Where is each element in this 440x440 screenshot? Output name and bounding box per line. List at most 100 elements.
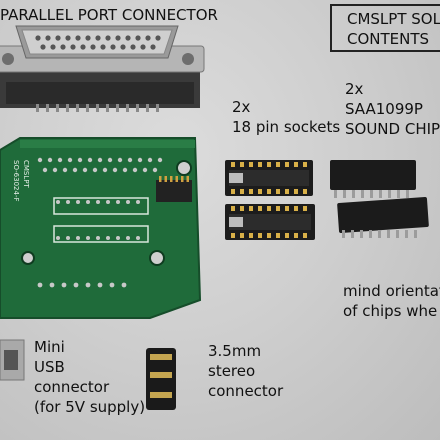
pcb-hole	[147, 157, 153, 163]
db25-pin	[55, 35, 61, 41]
pcb-hole	[77, 157, 83, 163]
db25-pin	[95, 35, 101, 41]
db25-leg	[136, 104, 139, 112]
db25-pin	[45, 35, 51, 41]
db25-pin	[65, 35, 71, 41]
socket-contact	[294, 233, 298, 238]
socket-contact	[285, 233, 289, 238]
pcb-hole	[96, 200, 100, 204]
socket-contact	[258, 206, 262, 211]
db25-pin	[115, 35, 121, 41]
mini-usb-connector	[0, 339, 25, 381]
chip-leg	[370, 190, 373, 198]
chips-part: SAA1099P	[345, 100, 423, 118]
pcb-hole	[56, 200, 60, 204]
pcb-hole	[49, 282, 55, 288]
socket-contact	[267, 233, 271, 238]
pcb-hole	[121, 282, 127, 288]
socket-contact	[267, 162, 271, 167]
pcb-hole	[109, 282, 115, 288]
pcb-hole	[57, 157, 63, 163]
socket-contact	[294, 162, 298, 167]
db25-leg	[106, 104, 109, 112]
pcb-hole	[132, 167, 138, 173]
db25-pin	[155, 35, 161, 41]
socket-contact	[303, 189, 307, 194]
socket-contact	[267, 206, 271, 211]
pcb-hole	[107, 157, 113, 163]
pcb-hole	[142, 167, 148, 173]
pcb-hole	[137, 157, 143, 163]
orientation-note-line1: mind orientat	[343, 282, 440, 300]
pcb-hole	[37, 157, 43, 163]
usb-label-line4: (for 5V supply)	[34, 398, 146, 416]
pcb-hole	[92, 167, 98, 173]
pcb-hole	[85, 282, 91, 288]
socket-contact	[303, 206, 307, 211]
socket-contact	[240, 206, 244, 211]
pcb-silkscreen-2: SO-63024-F	[12, 160, 20, 202]
pcb-hole	[136, 200, 140, 204]
socket-contact	[303, 162, 307, 167]
db25-leg	[76, 104, 79, 112]
db25-pin	[35, 35, 41, 41]
socket-contact	[249, 189, 253, 194]
ic-socket-top	[225, 160, 313, 196]
db25-pin	[130, 44, 136, 50]
stereo-jack-connector	[146, 348, 176, 410]
socket-contact	[294, 189, 298, 194]
pcb-hole	[122, 167, 128, 173]
header-pin	[164, 176, 167, 182]
socket-contact	[294, 206, 298, 211]
db25-leg	[146, 104, 149, 112]
pcb-hole	[157, 157, 163, 163]
usb-label-line2: USB	[34, 358, 65, 376]
pcb-hole	[97, 282, 103, 288]
sockets-desc: 18 pin sockets	[232, 118, 341, 136]
stereo-label-line3: connector	[208, 382, 284, 400]
socket-contact	[276, 206, 280, 211]
db25-pin	[70, 44, 76, 50]
pcb-hole	[73, 282, 79, 288]
pcb-hole	[66, 200, 70, 204]
sockets-qty: 2x	[232, 98, 251, 116]
pcb-hole	[76, 200, 80, 204]
db25-pin	[100, 44, 106, 50]
pcb-hole	[66, 236, 70, 240]
chip-leg	[387, 230, 390, 238]
db25-pin	[80, 44, 86, 50]
db25-pin	[105, 35, 111, 41]
chip-leg	[378, 230, 381, 238]
pcb-hole	[86, 236, 90, 240]
orientation-note-line2: of chips whe	[343, 302, 438, 320]
header-pin	[186, 176, 189, 182]
pcb-hole	[106, 236, 110, 240]
pcb-hole	[52, 167, 58, 173]
pcb-hole	[76, 236, 80, 240]
socket-contact	[258, 189, 262, 194]
header-pin	[159, 176, 162, 182]
parallel-port-label: PARALLEL PORT CONNECTOR	[0, 6, 218, 24]
db25-leg	[156, 104, 159, 112]
socket-contact	[276, 233, 280, 238]
socket-contact	[231, 233, 235, 238]
chip-leg	[406, 190, 409, 198]
pcb-hole	[152, 167, 158, 173]
socket-contact	[285, 162, 289, 167]
usb-label-line1: Mini	[34, 338, 65, 356]
pcb-hole	[106, 200, 110, 204]
db25-pin	[90, 44, 96, 50]
db25-pin	[50, 44, 56, 50]
chip-leg	[397, 190, 400, 198]
socket-contact	[303, 233, 307, 238]
socket-contact	[276, 189, 280, 194]
pcb-hole	[116, 200, 120, 204]
db25-leg	[46, 104, 49, 112]
chip-leg	[379, 190, 382, 198]
db25-pin	[75, 35, 81, 41]
pcb-hole	[96, 236, 100, 240]
db25-leg	[36, 104, 39, 112]
pcb-hole	[102, 167, 108, 173]
db25-pin	[135, 35, 141, 41]
pcb-hole	[86, 200, 90, 204]
